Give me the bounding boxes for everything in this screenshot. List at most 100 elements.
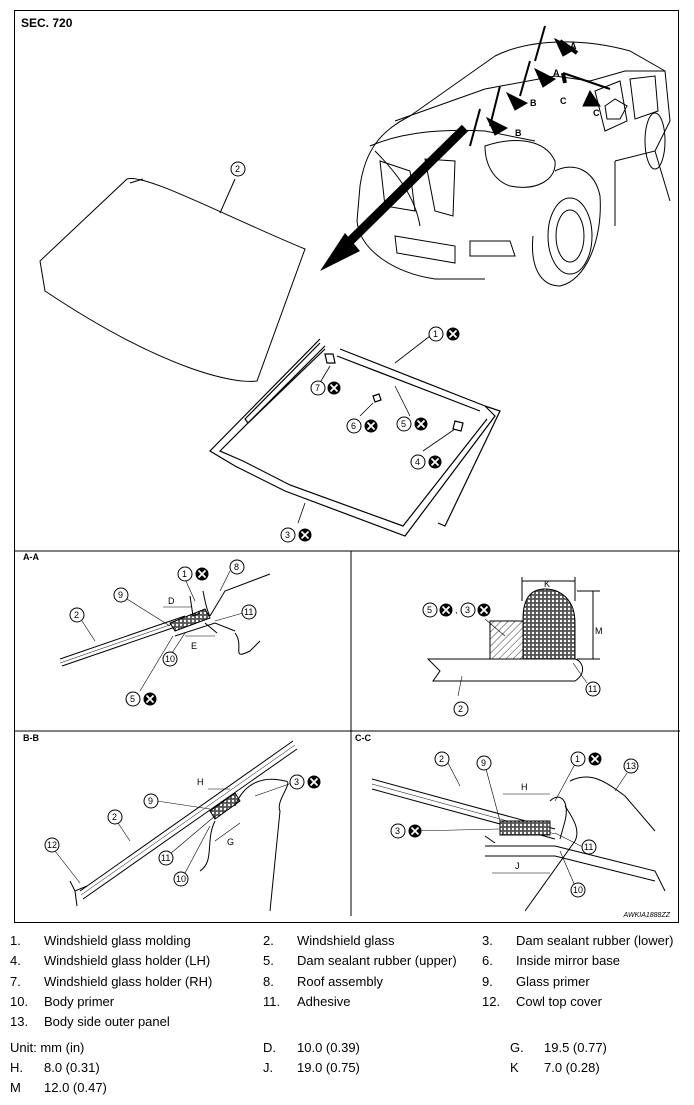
cut-letter-b1: B [530, 98, 537, 108]
legend-text: Dam sealant rubber (upper) [297, 953, 457, 968]
svg-text:9: 9 [118, 590, 123, 600]
legend-text: Body primer [44, 994, 115, 1009]
dimension-key: G. [510, 1040, 524, 1055]
svg-text:2: 2 [458, 704, 463, 714]
svg-text:5: 5 [130, 694, 135, 704]
view-label-aa: A-A [23, 552, 39, 562]
legend-text: Body side outer panel [44, 1014, 170, 1029]
svg-text:2: 2 [112, 812, 117, 822]
dimension-value: 10.0 (0.39) [297, 1040, 360, 1055]
svg-text:10: 10 [165, 654, 175, 664]
section-cut-markers [469, 25, 611, 147]
dimension-key: D. [263, 1040, 276, 1055]
section-bb-callouts: 12 2 9 3 11 10 H G [44, 774, 322, 887]
svg-text:5: 5 [401, 419, 406, 429]
dim-h-label-bb: H [197, 777, 204, 787]
svg-text:8: 8 [234, 562, 239, 572]
cut-letter-a2: A [553, 68, 560, 78]
legend-text: Dam sealant rubber (lower) [516, 933, 674, 948]
svg-text:11: 11 [161, 853, 170, 863]
section-aa-callouts: 2 9 1 8 11 10 5 D E [69, 559, 257, 707]
figure-code: AWKIA1888ZZ [623, 912, 670, 919]
dim-k-label: K [544, 579, 550, 589]
dimension-key: M [10, 1080, 21, 1095]
section-bb-drawing [69, 740, 298, 912]
svg-text:10: 10 [573, 885, 583, 895]
svg-text:6: 6 [351, 421, 356, 431]
legend-text: Cowl top cover [516, 994, 602, 1009]
svg-text:7: 7 [315, 383, 320, 393]
section-dividers [15, 550, 680, 916]
svg-text:2: 2 [74, 610, 79, 620]
svg-text:11: 11 [244, 607, 253, 617]
dim-e-label: E [191, 641, 197, 651]
legend-number: 1. [10, 933, 21, 948]
exploded-diagram-frame: A A B B C C 2 [14, 10, 680, 923]
dimension-value: 7.0 (0.28) [544, 1060, 600, 1075]
dimension-key: J. [263, 1060, 274, 1075]
svg-text:9: 9 [481, 758, 486, 768]
svg-text:3: 3 [285, 530, 290, 540]
svg-text:1: 1 [575, 754, 580, 764]
legend-text: Windshield glass holder (RH) [44, 974, 213, 989]
section-aa-drawing [59, 573, 271, 667]
cut-letter-b2: B [515, 128, 522, 138]
legend-number: 11. [263, 994, 281, 1009]
svg-text:10: 10 [176, 874, 186, 884]
view-label-cc: C-C [355, 733, 371, 743]
legend-number: 8. [263, 974, 274, 989]
legend-number: 10. [10, 994, 29, 1009]
dim-g-label: G [227, 837, 234, 847]
legend-number: 3. [482, 933, 493, 948]
svg-text:9: 9 [148, 796, 153, 806]
legend-number: 4. [10, 953, 21, 968]
svg-text:5: 5 [427, 605, 432, 615]
svg-text:4: 4 [415, 457, 420, 467]
windshield-glass: 2 [39, 161, 306, 382]
unit-heading: Unit: mm (in) [10, 1040, 85, 1055]
legend-text: Adhesive [297, 994, 351, 1009]
dim-j-label: J [515, 861, 520, 871]
section-cc-callouts: 2 9 1 13 3 11 10 H J [390, 751, 639, 898]
svg-text:11: 11 [588, 684, 597, 694]
cut-letter-a1: A [570, 41, 577, 51]
dam-detail-callouts: K M 5 , 3 11 2 [422, 579, 603, 717]
dimension-value: 8.0 (0.31) [44, 1060, 100, 1075]
dimension-key: K [510, 1060, 519, 1075]
legend-number: 9. [482, 974, 493, 989]
svg-text:1: 1 [182, 569, 187, 579]
svg-text:12: 12 [47, 840, 57, 850]
legend-number: 2. [263, 933, 274, 948]
big-arrow [320, 124, 469, 271]
dimension-key: H. [10, 1060, 23, 1075]
legend-number: 12. [482, 994, 501, 1009]
svg-text:3: 3 [395, 826, 400, 836]
legend-text: Windshield glass molding [44, 933, 191, 948]
section-cc-drawing [371, 776, 666, 912]
dam-detail-drawing [426, 577, 600, 682]
cut-letter-c2: C [593, 108, 600, 118]
svg-text:,: , [455, 605, 458, 615]
svg-text:11: 11 [584, 842, 593, 852]
legend-text: Roof assembly [297, 974, 383, 989]
legend-number: 13. [10, 1014, 29, 1029]
molding-parts [209, 338, 501, 537]
car-cut-letters: A A B B C C [515, 41, 600, 138]
svg-text:1: 1 [433, 329, 438, 339]
section-label: SEC. 720 [21, 16, 73, 30]
diagram-drawing: A A B B C C 2 [15, 25, 680, 916]
svg-text:3: 3 [465, 605, 470, 615]
legend-text: Inside mirror base [516, 953, 621, 968]
legend-text: Windshield glass holder (LH) [44, 953, 211, 968]
view-label-bb: B-B [23, 733, 39, 743]
svg-text:3: 3 [294, 777, 299, 787]
dim-m-label: M [595, 626, 603, 636]
legend-number: 7. [10, 974, 21, 989]
dimension-value: 19.5 (0.77) [544, 1040, 607, 1055]
svg-text:2: 2 [439, 754, 444, 764]
upper-callouts: 1 7 6 5 4 3 [280, 326, 461, 543]
legend-text: Glass primer [516, 974, 590, 989]
legend-text: Windshield glass [297, 933, 395, 948]
svg-text:13: 13 [626, 761, 636, 771]
legend-number: 5. [263, 953, 274, 968]
